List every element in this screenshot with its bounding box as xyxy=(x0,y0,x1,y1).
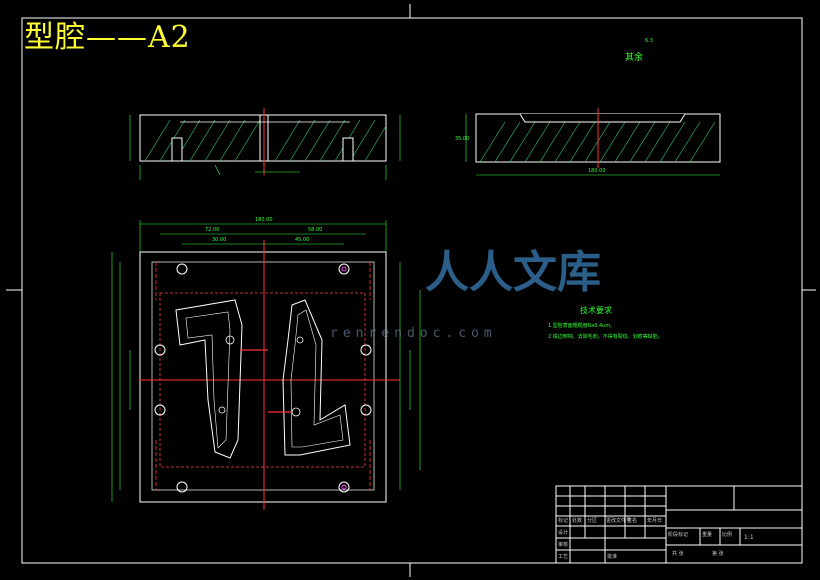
cavity-left xyxy=(175,299,243,459)
tb-label: 工艺 xyxy=(558,554,569,560)
tb-label: 重量 xyxy=(702,532,713,538)
tb-label: 分区 xyxy=(587,518,598,524)
tb-label: 批准 xyxy=(607,554,618,560)
dim-side-length: 180.00 xyxy=(588,168,606,174)
side-view-right xyxy=(465,108,721,176)
watermark-url: renrendoc.com xyxy=(330,326,497,341)
dim-top-height: 35.00 xyxy=(455,136,469,142)
title-block xyxy=(555,485,803,564)
sheet-border xyxy=(21,17,803,564)
roughness-value: 6.3 xyxy=(645,38,653,44)
tech-note-line: 1.型腔表面粗糙度Ra0.4um。 xyxy=(548,323,616,329)
tb-label: 第 张 xyxy=(712,551,724,557)
dim-inner-left: 30.00 xyxy=(212,237,226,243)
tb-label: 设计 xyxy=(558,530,569,536)
tb-label: 处数 xyxy=(572,518,583,524)
drawing-title: 型腔——A2 xyxy=(24,20,191,55)
dim-left-width: 72.00 xyxy=(205,227,219,233)
dim-inner-right: 45.00 xyxy=(295,237,309,243)
dim-overall-width: 180.00 xyxy=(255,217,273,223)
tb-label: 阶段标记 xyxy=(668,532,689,538)
roughness-label: 其余 xyxy=(625,53,644,63)
tb-label: 共 张 xyxy=(672,551,684,557)
tech-note-line: 2.锐边倒钝、去除毛刺，不得有裂纹、划痕等缺陷。 xyxy=(548,334,663,340)
section-view-left xyxy=(129,108,401,180)
plan-view xyxy=(139,240,400,510)
dim-right-width: 58.00 xyxy=(308,227,322,233)
tb-label: 审核 xyxy=(558,542,569,548)
tb-label: 签名 xyxy=(627,518,638,524)
tb-label: 年月日 xyxy=(647,518,663,524)
watermark-text: 人人文库 xyxy=(425,247,601,298)
tb-label: 比例 xyxy=(722,532,733,538)
tech-notes-heading: 技术要求 xyxy=(580,306,612,315)
tb-label: 标记 xyxy=(558,518,569,524)
title-block-scale: 1:1 xyxy=(744,534,754,541)
centring-marks xyxy=(6,4,816,577)
plan-dimensions xyxy=(111,220,421,502)
tb-label: 更改文件号 xyxy=(606,518,632,524)
cavity-right xyxy=(282,299,351,456)
